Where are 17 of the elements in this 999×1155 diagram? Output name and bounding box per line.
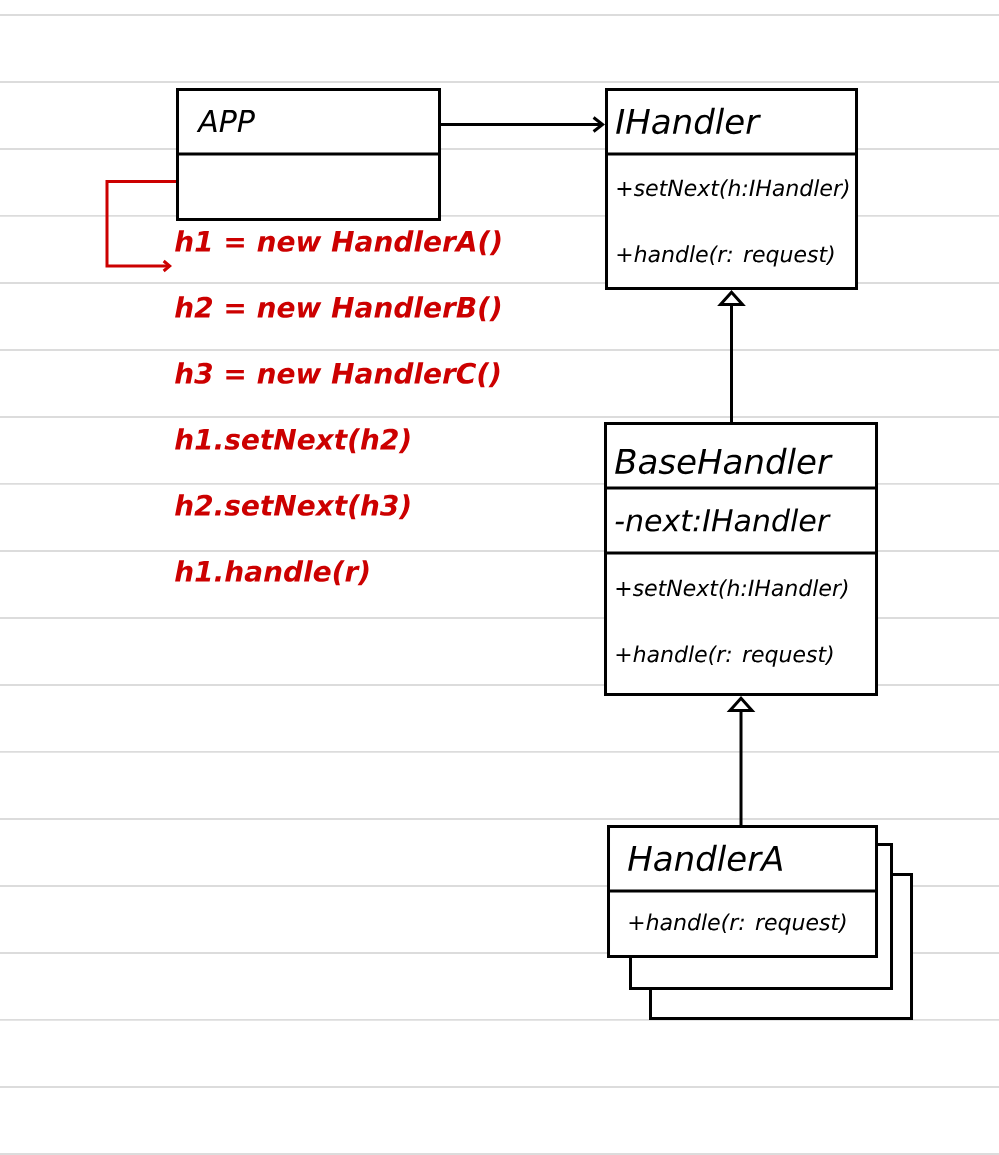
class-member: +handle(r: request) (616, 645, 833, 667)
class-name: APP (196, 110, 255, 132)
association-arrow (441, 116, 605, 133)
class-member: +setNext(h:IHandler) (616, 579, 848, 599)
class-name: BaseHandler (615, 447, 833, 475)
class-member: +handle(r: request) (629, 913, 846, 935)
code-note: h1 = new HandlerA() h2 = new HandlerB() h3 = new HandlerC() h1.setNext(h2) h2.setNext(h3) h1.handle(r) (175, 230, 501, 586)
class-box (607, 825, 878, 958)
class-box (176, 88, 441, 221)
class-member: +handle(r: request) (617, 245, 834, 267)
class-name: HandlerA (628, 844, 782, 872)
class-member: +setNext(h:IHandler) (617, 179, 849, 199)
class-member: -next:IHandler (615, 508, 831, 532)
class-name: IHandler (616, 107, 761, 135)
class-box (605, 88, 858, 290)
class-box (604, 422, 878, 696)
arrow (105, 180, 176, 273)
